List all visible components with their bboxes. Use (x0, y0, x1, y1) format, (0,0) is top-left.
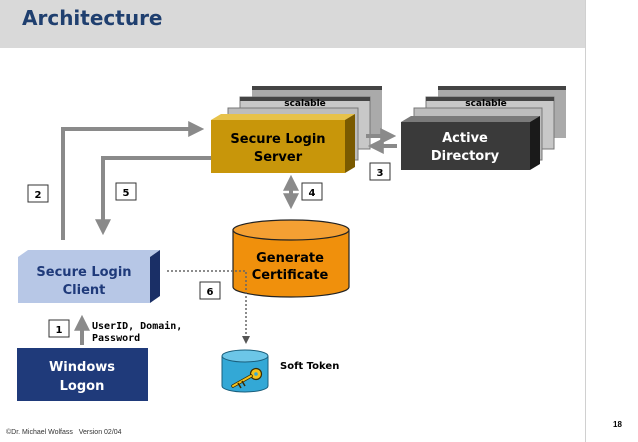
footer-version: Version 02/04 (78, 429, 122, 436)
secure-login-server-box (211, 120, 345, 173)
step-badge-5: 5 (115, 182, 137, 201)
windows-logon-box (17, 348, 148, 401)
directory-label-line1: Active (442, 131, 488, 146)
logon-label-line2: Logon (60, 379, 105, 394)
credentials-line2: Password (92, 333, 140, 344)
client-label-line2: Client (63, 283, 106, 298)
svg-text:3: 3 (377, 168, 384, 179)
secure-login-client: Secure Login Client (18, 250, 160, 303)
secure-login-server-stack: scalable Secure Login Server (211, 86, 382, 173)
credentials-line1: UserID, Domain, (92, 320, 182, 332)
step-badge-3: 3 (369, 162, 391, 181)
arrow-server-to-client (95, 156, 211, 236)
svg-text:1: 1 (56, 325, 63, 336)
generate-certificate-cylinder: Generate Certificate (232, 219, 350, 298)
directory-label-line2: Directory (431, 149, 500, 164)
soft-token-label: Soft Token (280, 361, 339, 372)
step-badge-1: 1 (48, 319, 70, 338)
active-directory-stack: scalable Active Directory (401, 86, 566, 170)
arrow-client-to-server (61, 121, 205, 240)
page-title: Architecture (22, 6, 163, 30)
step-badge-6: 6 (199, 281, 221, 300)
footer-credit: ©Dr. Michael Wolfass Version 02/04 (6, 429, 122, 436)
certificate-label-line1: Generate (256, 251, 324, 266)
certificate-label-line2: Certificate (252, 268, 329, 283)
directory-scalable-label: scalable (465, 99, 507, 109)
step-badge-2: 2 (27, 184, 49, 203)
svg-text:6: 6 (207, 287, 214, 298)
server-label-line1: Secure Login (230, 132, 325, 147)
step-badge-4: 4 (301, 182, 323, 201)
active-directory-box (401, 122, 530, 170)
right-rule (585, 0, 586, 442)
svg-text:2: 2 (35, 190, 42, 201)
soft-token: Soft Token (221, 349, 339, 393)
flow-arrows (61, 121, 397, 345)
server-label-line2: Server (254, 150, 303, 165)
footer-author: Dr. Michael Wolfass (11, 429, 73, 436)
logon-label-line1: Windows (49, 360, 115, 375)
svg-text:5: 5 (123, 188, 130, 199)
key-icon (231, 367, 263, 389)
header-bar (0, 0, 585, 48)
copyright-mark: © (6, 429, 12, 436)
svg-text:4: 4 (309, 188, 316, 199)
secure-login-client-box (18, 257, 150, 303)
page-number: 18 (613, 420, 622, 429)
server-scalable-label: scalable (284, 99, 326, 109)
client-label-line1: Secure Login (36, 265, 131, 280)
windows-logon: Windows Logon (17, 348, 148, 401)
